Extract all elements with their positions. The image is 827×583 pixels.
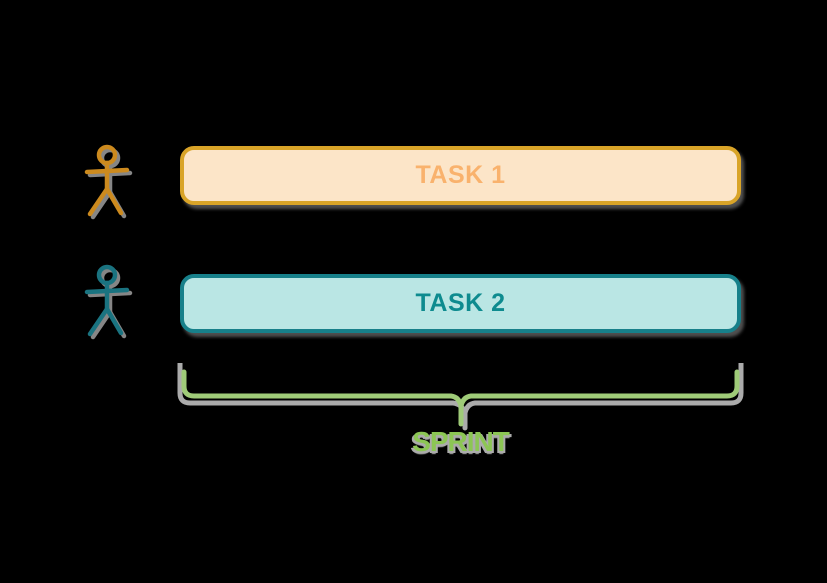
actor-head <box>96 144 118 166</box>
task-2-box: TASK 2 <box>180 274 741 333</box>
actor-head <box>96 264 118 286</box>
actor-2-icon <box>84 264 130 337</box>
sprint-label: SPRINT <box>412 426 510 457</box>
actor-arms <box>84 287 130 295</box>
sprint-bracket <box>177 363 744 431</box>
sprint-bracket-line <box>181 369 740 427</box>
actor-1-icon <box>84 144 130 217</box>
actor-arms <box>84 167 130 175</box>
task-1-box: TASK 1 <box>180 146 741 205</box>
actor-right-leg <box>104 306 124 336</box>
task-2-label: TASK 2 <box>415 289 506 317</box>
actor-left-leg <box>87 186 110 217</box>
actor-left-leg <box>87 306 110 337</box>
actor-right-leg <box>104 186 124 216</box>
task-1-label: TASK 1 <box>415 161 506 189</box>
